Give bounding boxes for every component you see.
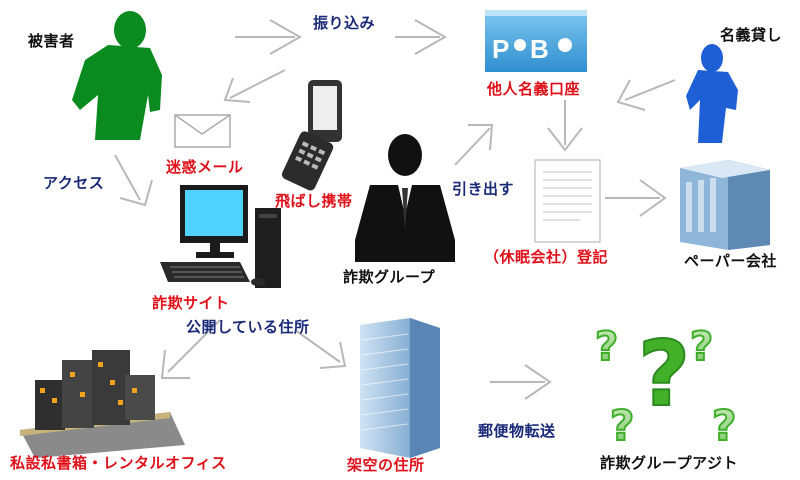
paper-company-label: ペーパー会社 xyxy=(684,252,777,270)
passbook-image: P B xyxy=(485,10,587,72)
fraud-group-figure xyxy=(355,134,455,262)
burner-phone-label: 飛ばし携帯 xyxy=(275,192,353,210)
fictitious-address-label: 架空の住所 xyxy=(347,456,425,474)
question-marks-image: ? ? ? ? ? xyxy=(594,321,737,451)
computer-image xyxy=(160,185,281,288)
paper-company-building xyxy=(680,160,770,250)
city-office-image xyxy=(20,350,185,458)
fictitious-tower-image xyxy=(360,318,440,458)
svg-text:?: ? xyxy=(610,401,634,450)
flow-arrows xyxy=(114,19,676,400)
name-lender-label: 名義貸し xyxy=(720,26,783,44)
envelope-icon xyxy=(174,114,231,148)
mail-forwarding-label: 郵便物転送 xyxy=(478,422,556,440)
document-icon xyxy=(534,159,601,243)
fraud-hideout-label: 詐欺グループアジト xyxy=(600,454,739,472)
fraud-group-label: 詐欺グループ xyxy=(343,268,436,286)
svg-text:?: ? xyxy=(690,324,713,370)
public-address-label: 公開している住所 xyxy=(186,318,310,336)
fraud-site-label: 詐欺サイト xyxy=(152,294,230,312)
victim-figure xyxy=(72,11,162,140)
other-name-account-label: 他人名義口座 xyxy=(487,80,581,98)
private-mailbox-label: 私設私書箱・レンタルオフィス xyxy=(10,454,227,472)
access-label: アクセス xyxy=(43,174,105,192)
name-lender-figure xyxy=(686,44,738,143)
victim-label: 被害者 xyxy=(28,32,75,50)
svg-text:?: ? xyxy=(595,324,618,370)
svg-text:B: B xyxy=(530,34,549,64)
transfer-label: 振り込み xyxy=(313,14,376,32)
svg-text:?: ? xyxy=(712,401,736,450)
svg-text:?: ? xyxy=(638,322,690,427)
flip-phone-icon xyxy=(281,80,342,191)
dormant-company-label: （休眠会社）登記 xyxy=(484,248,609,266)
withdraw-label: 引き出す xyxy=(452,180,515,198)
svg-text:P: P xyxy=(492,34,509,64)
spam-mail-label: 迷惑メール xyxy=(166,158,244,176)
